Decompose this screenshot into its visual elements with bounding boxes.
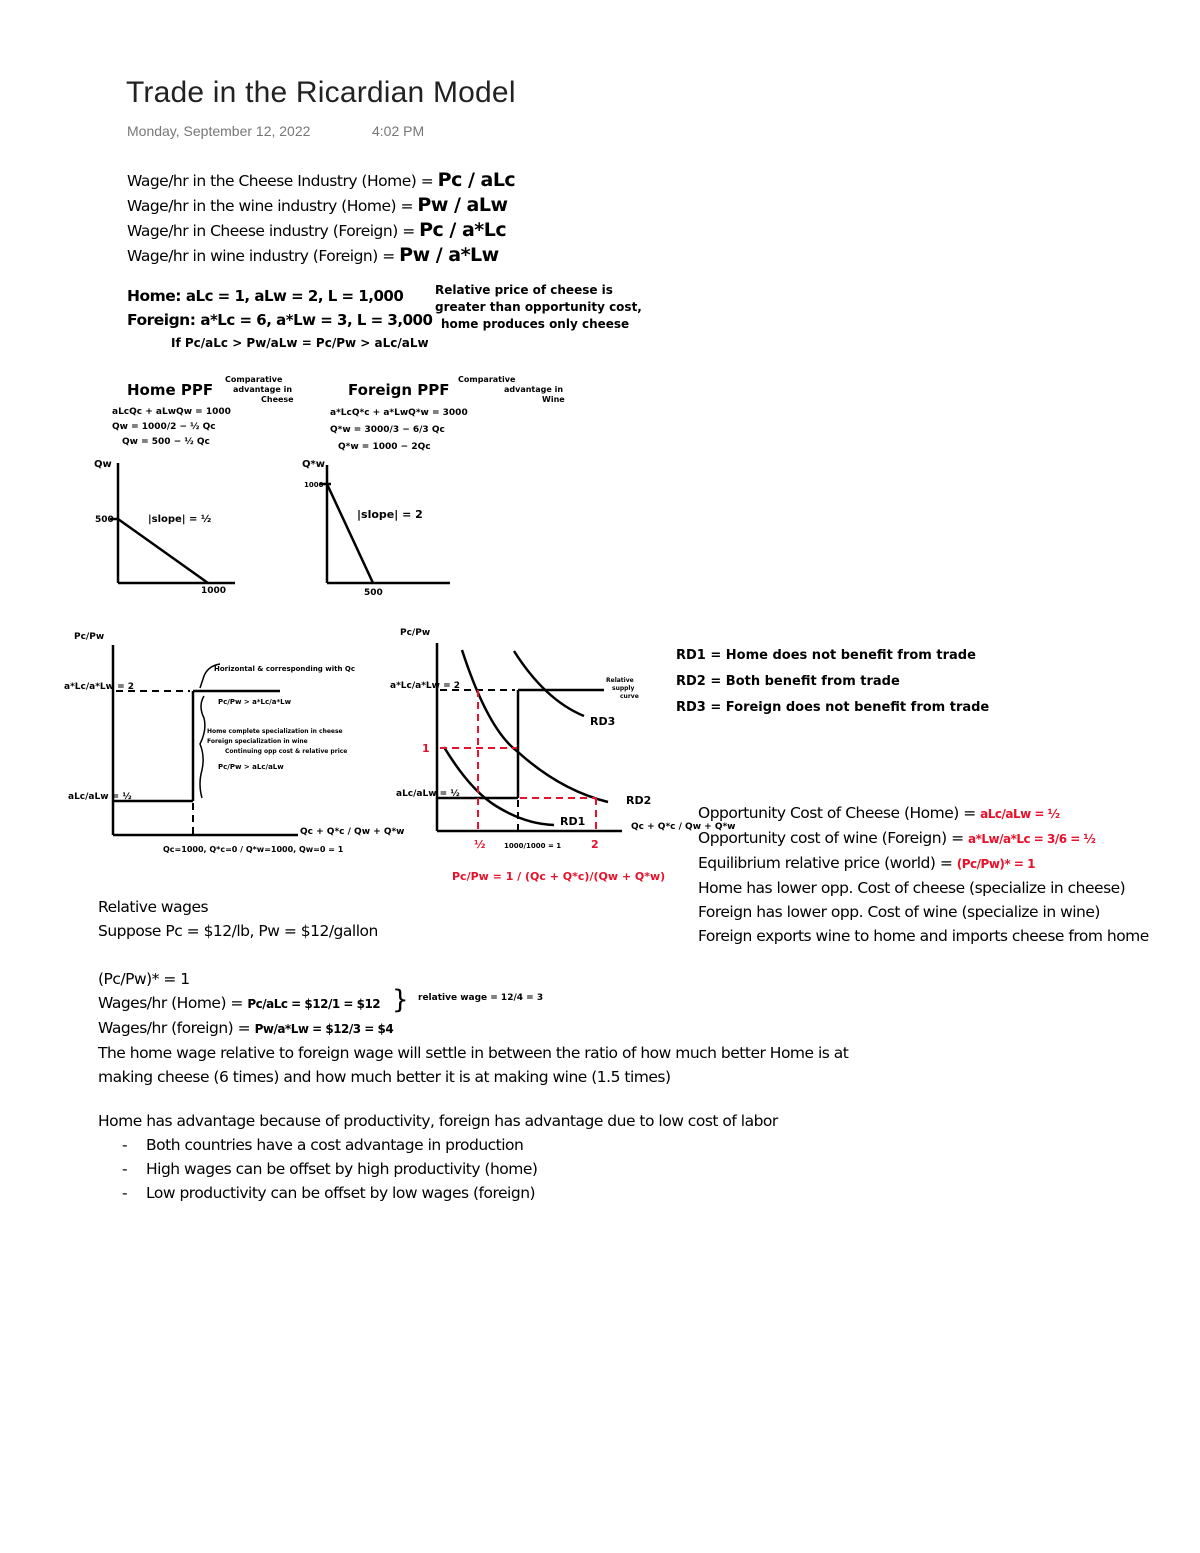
- supply-annotation: Home complete specialization in cheese: [207, 728, 343, 735]
- opportunity-line: Foreign has lower opp. Cost of wine (spe…: [698, 903, 1100, 921]
- opportunity-line: Equilibrium relative price (world) = (Pc…: [698, 854, 1035, 872]
- page-time: 4:02 PM: [372, 123, 425, 139]
- eq-x-tick-one: 1000/1000 = 1: [504, 842, 562, 850]
- foreign-ppf-y-label: Q*w: [302, 459, 325, 470]
- advantage-bullet: Both countries have a cost advantage in …: [122, 1133, 778, 1157]
- opportunity-line: Opportunity Cost of Cheese (Home) = aLc/…: [698, 804, 1060, 822]
- supply-lower-label: aLc/aLw = ½: [68, 792, 132, 802]
- supply-upper-label: a*Lc/a*Lw = 2: [64, 682, 135, 692]
- equilibrium-price: (Pc/Pw)* = 1: [98, 970, 190, 988]
- wage-paragraph: The home wage relative to foreign wage w…: [98, 1044, 849, 1062]
- wage-definitions: Wage/hr in the Cheese Industry (Home) = …: [127, 168, 516, 268]
- foreign-ppf-equations: a*LcQ*c + a*LwQ*w = 3000 Q*w = 3000/3 − …: [330, 408, 468, 452]
- supply-y-label: Pc/Pw: [74, 632, 105, 642]
- relative-wages-section: Relative wages Suppose Pc = $12/lb, Pw =…: [98, 895, 849, 1089]
- foreign-wage-line: Wages/hr (foreign) = Pw/a*Lw = $12/3 = $…: [98, 1019, 394, 1037]
- foreign-ppf-x-intercept: 500: [364, 588, 383, 598]
- home-ppf-slope: |slope| = ½: [148, 514, 212, 525]
- eq-x-tick-two: 2: [591, 838, 599, 851]
- rd-notes: RD1 = Home does not benefit from trade R…: [676, 648, 990, 715]
- parameters: Home: aLc = 1, aLw = 2, L = 1,000 Foreig…: [127, 284, 433, 350]
- home-params: Home: aLc = 1, aLw = 2, L = 1,000: [127, 287, 404, 305]
- relative-wage-note: relative wage = 12/4 = 3: [418, 993, 544, 1003]
- relative-price-note: Relative price of cheese is greater than…: [435, 283, 642, 331]
- eq-red-formula: Pc/Pw = 1 / (Qc + Q*c)/(Qw + Q*w): [452, 870, 666, 883]
- advantage-heading: Home has advantage because of productivi…: [98, 1112, 778, 1130]
- eq-x-label: Qc + Q*c / Qw + Q*w: [631, 822, 736, 832]
- home-comparative-note: Comparative advantage in Cheese: [225, 375, 294, 404]
- foreign-params: Foreign: a*Lc = 6, a*Lw = 3, L = 3,000: [127, 311, 433, 329]
- relative-supply-label: Relative supply curve: [606, 677, 639, 700]
- eq-mid-label: 1: [422, 742, 430, 755]
- eq-lower-label: aLc/aLw = ½: [396, 789, 460, 799]
- wage-line: Wage/hr in wine industry (Foreign) = Pw …: [127, 244, 499, 266]
- suppose-prices: Suppose Pc = $12/lb, Pw = $12/gallon: [98, 922, 378, 940]
- page-date: Monday, September 12, 2022: [127, 123, 311, 139]
- eq-y-label: Pc/Pw: [400, 628, 431, 638]
- eq-x-tick-half: ½: [474, 838, 486, 851]
- page-title: Trade in the Ricardian Model: [126, 76, 516, 109]
- supply-annotation: Horizontal & corresponding with Qc: [214, 665, 355, 673]
- supply-annotation: Continuing opp cost & relative price: [225, 748, 348, 755]
- home-ppf-equations: aLcQc + aLwQw = 1000 Qw = 1000/2 − ½ Qc …: [112, 407, 231, 447]
- foreign-ppf-y-intercept: 1000: [304, 481, 324, 489]
- supply-x-tick: Qc=1000, Q*c=0 / Q*w=1000, Qw=0 = 1: [163, 845, 344, 854]
- opportunity-cost-section: Opportunity Cost of Cheese (Home) = aLc/…: [698, 801, 1149, 948]
- rd1-label: RD1: [560, 815, 586, 828]
- home-ppf-title: Home PPF: [127, 381, 214, 399]
- supply-annotation: Pc/Pw > aLc/aLw: [218, 763, 284, 771]
- wage-line: Wage/hr in Cheese industry (Foreign) = P…: [127, 219, 507, 241]
- opportunity-line: Opportunity cost of wine (Foreign) = a*L…: [698, 829, 1096, 847]
- home-wage-line: Wages/hr (Home) = Pc/aLc = $12/1 = $12: [98, 994, 381, 1012]
- wage-paragraph: making cheese (6 times) and how much bet…: [98, 1068, 671, 1086]
- home-ppf-x-intercept: 1000: [201, 586, 227, 596]
- price-condition: If Pc/aLc > Pw/aLw = Pc/Pw > aLc/aLw: [171, 336, 429, 350]
- relative-wages-heading: Relative wages: [98, 898, 209, 916]
- wage-line: Wage/hr in the wine industry (Home) = Pw…: [127, 194, 508, 216]
- supply-annotation: Foreign specialization in wine: [207, 738, 308, 745]
- supply-annotation: Pc/Pw > a*Lc/a*Lw: [218, 698, 292, 706]
- rd3-label: RD3: [590, 715, 616, 728]
- foreign-ppf-slope: |slope| = 2: [357, 508, 423, 521]
- rd2-label: RD2: [626, 794, 652, 807]
- foreign-ppf-title: Foreign PPF: [348, 381, 450, 399]
- opportunity-line: Home has lower opp. Cost of cheese (spec…: [698, 879, 1126, 897]
- foreign-comparative-note: Comparative advantage in Wine: [458, 375, 565, 404]
- wage-line: Wage/hr in the Cheese Industry (Home) = …: [127, 169, 516, 191]
- wage-brace: }: [392, 985, 409, 1015]
- supply-x-label: Qc + Q*c / Qw + Q*w: [300, 827, 405, 837]
- advantage-section: Home has advantage because of productivi…: [98, 1109, 778, 1205]
- advantage-bullet: Low productivity can be offset by low wa…: [122, 1181, 778, 1205]
- advantage-bullet: High wages can be offset by high product…: [122, 1157, 778, 1181]
- advantage-list: Both countries have a cost advantage in …: [122, 1133, 778, 1205]
- home-ppf-y-label: Qw: [94, 459, 112, 470]
- home-ppf-y-intercept: 500: [95, 515, 114, 525]
- eq-upper-label: a*Lc/a*Lw = 2: [390, 681, 461, 691]
- opportunity-line: Foreign exports wine to home and imports…: [698, 927, 1149, 945]
